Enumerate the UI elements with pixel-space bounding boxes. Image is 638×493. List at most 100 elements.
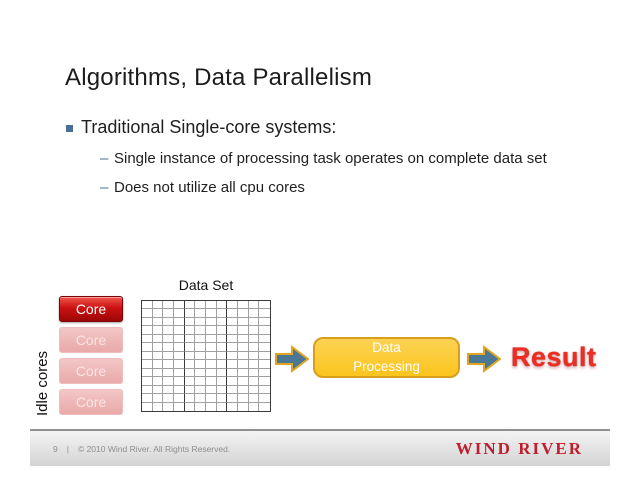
grid-cell bbox=[184, 377, 196, 386]
grid-cell bbox=[174, 326, 185, 335]
grid-cell bbox=[184, 368, 196, 378]
grid-cell bbox=[142, 394, 153, 403]
grid-cell bbox=[184, 317, 196, 327]
grid-cell bbox=[142, 377, 153, 386]
grid-cell bbox=[216, 394, 228, 403]
grid-cell bbox=[152, 360, 164, 369]
grid-cell bbox=[259, 335, 270, 344]
grid-cell bbox=[227, 360, 238, 369]
sub-bullet-item: – Single instance of processing task ope… bbox=[100, 148, 562, 169]
grid-cell bbox=[163, 385, 174, 395]
grid-cell bbox=[259, 309, 270, 318]
grid-cell bbox=[184, 351, 196, 361]
grid-cell bbox=[248, 301, 260, 310]
grid-cell bbox=[248, 317, 260, 327]
grid-cell bbox=[259, 360, 270, 369]
grid-cell bbox=[227, 368, 238, 378]
grid-cell bbox=[195, 394, 206, 403]
grid-cell bbox=[206, 394, 217, 403]
data-processing-box: Data Processing bbox=[313, 337, 460, 378]
grid-cell bbox=[216, 377, 228, 386]
grid-cell bbox=[206, 326, 217, 335]
grid-cell bbox=[238, 385, 249, 395]
core-box-idle: Core bbox=[59, 358, 123, 384]
grid-cell bbox=[206, 351, 217, 361]
grid-cell bbox=[163, 377, 174, 386]
grid-cell bbox=[206, 309, 217, 318]
grid-cell bbox=[184, 360, 196, 369]
grid-cell bbox=[248, 394, 260, 403]
grid-cell bbox=[142, 326, 153, 335]
grid-cell bbox=[195, 301, 206, 310]
grid-cell bbox=[174, 317, 185, 327]
grid-cell bbox=[142, 402, 153, 411]
grid-cell bbox=[259, 386, 270, 395]
grid-cell bbox=[195, 334, 206, 344]
footer-bar: 9 | © 2010 Wind River. All Rights Reserv… bbox=[30, 429, 610, 466]
sub-bullet-text: Does not utilize all cpu cores bbox=[114, 179, 305, 196]
grid-cell bbox=[184, 385, 196, 395]
grid-cell bbox=[227, 343, 238, 352]
grid-cell bbox=[206, 301, 217, 310]
grid-cell bbox=[152, 394, 164, 403]
grid-cell bbox=[174, 394, 185, 403]
grid-cell bbox=[248, 351, 260, 361]
grid-cell bbox=[174, 360, 185, 369]
grid-cell bbox=[259, 394, 270, 403]
core-box-idle: Core bbox=[59, 389, 123, 415]
grid-cell bbox=[216, 368, 228, 378]
grid-cell bbox=[163, 317, 174, 327]
grid-cell bbox=[152, 301, 164, 310]
grid-cell bbox=[238, 377, 249, 386]
grid-cell bbox=[249, 402, 260, 411]
grid-cell bbox=[217, 402, 228, 411]
grid-cell bbox=[163, 301, 174, 310]
footer-separator: | bbox=[66, 444, 69, 454]
grid-cell bbox=[227, 301, 238, 310]
grid-cell bbox=[259, 403, 270, 411]
grid-cell bbox=[174, 301, 185, 310]
grid-cell bbox=[174, 402, 185, 411]
sub-bullet-text: Single instance of processing task opera… bbox=[114, 150, 547, 167]
grid-cell bbox=[227, 377, 238, 386]
data-set-grid bbox=[141, 300, 271, 412]
grid-cell bbox=[238, 368, 249, 378]
grid-cell bbox=[238, 309, 249, 318]
wind-river-logo: WIND RIVER bbox=[455, 439, 583, 458]
grid-cell bbox=[153, 402, 164, 411]
grid-cell bbox=[142, 368, 153, 378]
grid-cell bbox=[184, 334, 196, 344]
grid-cell bbox=[259, 301, 270, 310]
grid-cell bbox=[174, 385, 185, 395]
grid-cell bbox=[174, 343, 185, 352]
grid-cell bbox=[216, 343, 228, 352]
grid-cell bbox=[142, 343, 153, 352]
grid-cell bbox=[216, 385, 228, 395]
grid-cell bbox=[259, 343, 270, 352]
bullet-item: Traditional Single-core systems: bbox=[66, 117, 336, 138]
grid-cell bbox=[248, 385, 260, 395]
grid-cell bbox=[238, 402, 249, 411]
grid-cell bbox=[216, 351, 228, 361]
grid-cell bbox=[142, 301, 153, 310]
page-number: 9 bbox=[53, 444, 58, 454]
footer-copyright: 9 | © 2010 Wind River. All Rights Reserv… bbox=[53, 444, 230, 454]
grid-cell bbox=[259, 318, 270, 327]
grid-cell bbox=[152, 351, 164, 361]
grid-cell bbox=[184, 309, 196, 318]
grid-cell bbox=[142, 309, 153, 318]
grid-cell bbox=[142, 317, 153, 327]
grid-cell bbox=[152, 326, 164, 335]
grid-cell bbox=[142, 360, 153, 369]
grid-cell bbox=[174, 377, 185, 386]
grid-cell bbox=[163, 326, 174, 335]
grid-cell bbox=[163, 343, 174, 352]
grid-cell bbox=[216, 317, 228, 327]
grid-cell bbox=[174, 334, 185, 344]
grid-cell bbox=[206, 368, 217, 378]
idle-cores-axis-label: Idle cores bbox=[34, 350, 51, 416]
grid-cell bbox=[238, 394, 249, 403]
grid-cell bbox=[238, 343, 249, 352]
